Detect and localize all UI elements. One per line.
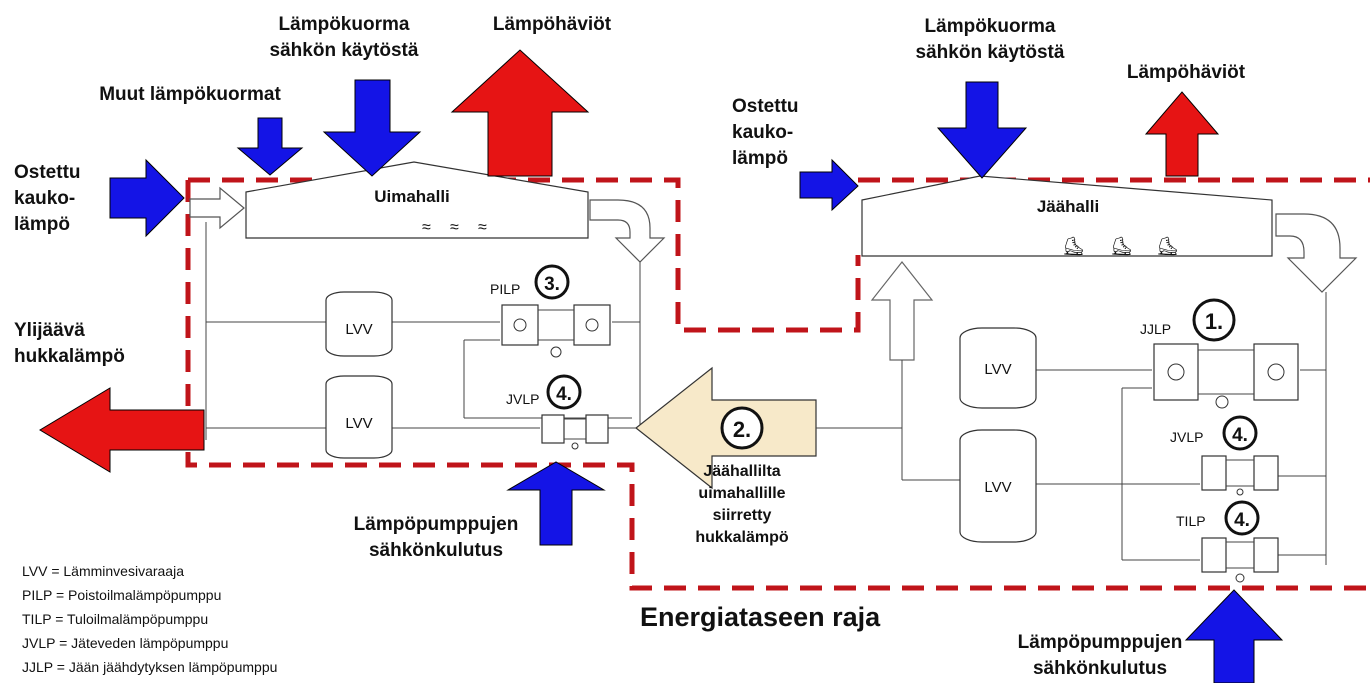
swimmer-icon: ≈: [478, 219, 487, 236]
transfer-number: 2.: [733, 417, 751, 442]
hot-water-tank: [959, 429, 1037, 543]
ice-supply-air-arrow: [870, 261, 934, 361]
surplus-heat-title: hukkalämpö: [14, 346, 125, 367]
energy-boundary-label: Energiataseen raja: [640, 602, 881, 632]
other-heat-loads-title: Muut lämpökuormat: [99, 84, 281, 105]
tank-label: LVV: [345, 321, 372, 338]
jvlp-number-badge: [546, 374, 582, 410]
transfer-label: hukkalämpö: [695, 529, 789, 546]
electricity-heat-load-arrow: [322, 79, 422, 177]
electricity-heat-load-title: sähkön käytöstä: [916, 42, 1065, 63]
legend-item: LVV = Lämminvesivaraaja: [22, 563, 184, 579]
supply-air-heat-pump: [1201, 537, 1279, 583]
jvlp-number: 4.: [556, 384, 572, 405]
tilp-label: TILP: [1176, 513, 1206, 529]
jvlp-label: JVLP: [506, 391, 539, 407]
electricity-heat-load-title: Lämpökuorma: [279, 14, 410, 35]
wastewater-heat-pump: [1201, 455, 1279, 496]
hot-water-tank: [959, 327, 1037, 409]
surplus-waste-heat-arrow: [39, 387, 205, 473]
transfer-number-badge: [720, 406, 764, 450]
heat-pump-power-title: Lämpöpumppujen: [1018, 632, 1183, 653]
tank-label: LVV: [984, 361, 1011, 378]
legend-item: PILP = Poistoilmalämpöpumppu: [22, 587, 221, 603]
ice-cooling-heat-pump: [1153, 343, 1299, 409]
pilp-number: 3.: [544, 274, 560, 295]
heat-losses-arrow: [1144, 91, 1220, 177]
pilp-number-badge: [534, 264, 570, 300]
heat-losses-title: Lämpöhäviöt: [493, 14, 612, 35]
district-heat-title: kauko-: [14, 188, 75, 209]
swimmer-icon: ≈: [450, 219, 459, 236]
electricity-heat-load-title: sähkön käytöstä: [270, 40, 419, 61]
ice-hall-label: Jäähalli: [1037, 197, 1099, 216]
tilp-number: 4.: [1234, 510, 1250, 531]
jvlp-label: JVLP: [1170, 429, 1203, 445]
jjlp-number: 1.: [1205, 309, 1223, 334]
legend-item: TILP = Tuloilmalämpöpumppu: [22, 611, 208, 627]
legend-item: JJLP = Jään jäähdytyksen lämpöpumppu: [22, 659, 277, 675]
surplus-heat-title: Ylijäävä: [14, 320, 85, 341]
jjlp-number-badge: [1192, 298, 1236, 342]
swimming-hall-label: Uimahalli: [374, 187, 450, 206]
hot-water-tank: [325, 375, 393, 459]
swimming-hall-building: [245, 161, 589, 239]
transfer-label: Jäähallilta: [703, 463, 780, 480]
electricity-heat-load-title: Lämpökuorma: [925, 16, 1056, 37]
district-heat-title: lämpö: [14, 214, 70, 235]
wastewater-heat-pump: [541, 414, 609, 450]
tank-label: LVV: [984, 479, 1011, 496]
skater-icon: ⛸: [1156, 236, 1179, 256]
district-heat-arrow: [109, 158, 185, 238]
heat-pump-power-arrow: [1184, 589, 1284, 683]
heat-pump-power-title: sähkönkulutus: [1033, 658, 1167, 679]
exhaust-air-heat-pump: [501, 304, 611, 358]
other-heat-loads-arrow: [236, 117, 304, 176]
jvlp-number: 4.: [1232, 425, 1248, 446]
swimmer-icon: ≈: [422, 219, 431, 236]
tank-label: LVV: [345, 415, 372, 432]
jjlp-label: JJLP: [1140, 321, 1171, 337]
transfer-label: siirretty: [713, 507, 772, 524]
heat-losses-arrow: [450, 49, 590, 177]
electricity-heat-load-arrow: [936, 81, 1028, 179]
district-heat-title: kauko-: [732, 122, 793, 143]
transfer-label: uimahallille: [698, 485, 785, 502]
exhaust-air-arrow: [589, 199, 666, 263]
heat-losses-title: Lämpöhäviöt: [1127, 62, 1246, 83]
tilp-number-badge: [1224, 500, 1260, 536]
heat-pump-power-title: sähkönkulutus: [369, 540, 503, 561]
district-heat-title: lämpö: [732, 148, 788, 169]
district-heat-title: Ostettu: [14, 162, 81, 183]
district-heat-arrow: [799, 158, 859, 212]
heat-pump-power-arrow: [506, 461, 606, 546]
ice-hall-building: [861, 175, 1273, 257]
jvlp-number-badge: [1222, 415, 1258, 451]
legend-item: JVLP = Jäteveden lämpöpumppu: [22, 635, 228, 651]
district-heat-title: Ostettu: [732, 96, 799, 117]
hot-water-tank: [325, 291, 393, 357]
supply-air-arrow: [189, 186, 245, 230]
pilp-label: PILP: [490, 281, 520, 297]
heat-pump-power-title: Lämpöpumppujen: [354, 514, 519, 535]
skater-icon: ⛸: [1062, 236, 1085, 256]
ice-exhaust-air-arrow: [1275, 213, 1358, 293]
skater-icon: ⛸: [1110, 236, 1133, 256]
